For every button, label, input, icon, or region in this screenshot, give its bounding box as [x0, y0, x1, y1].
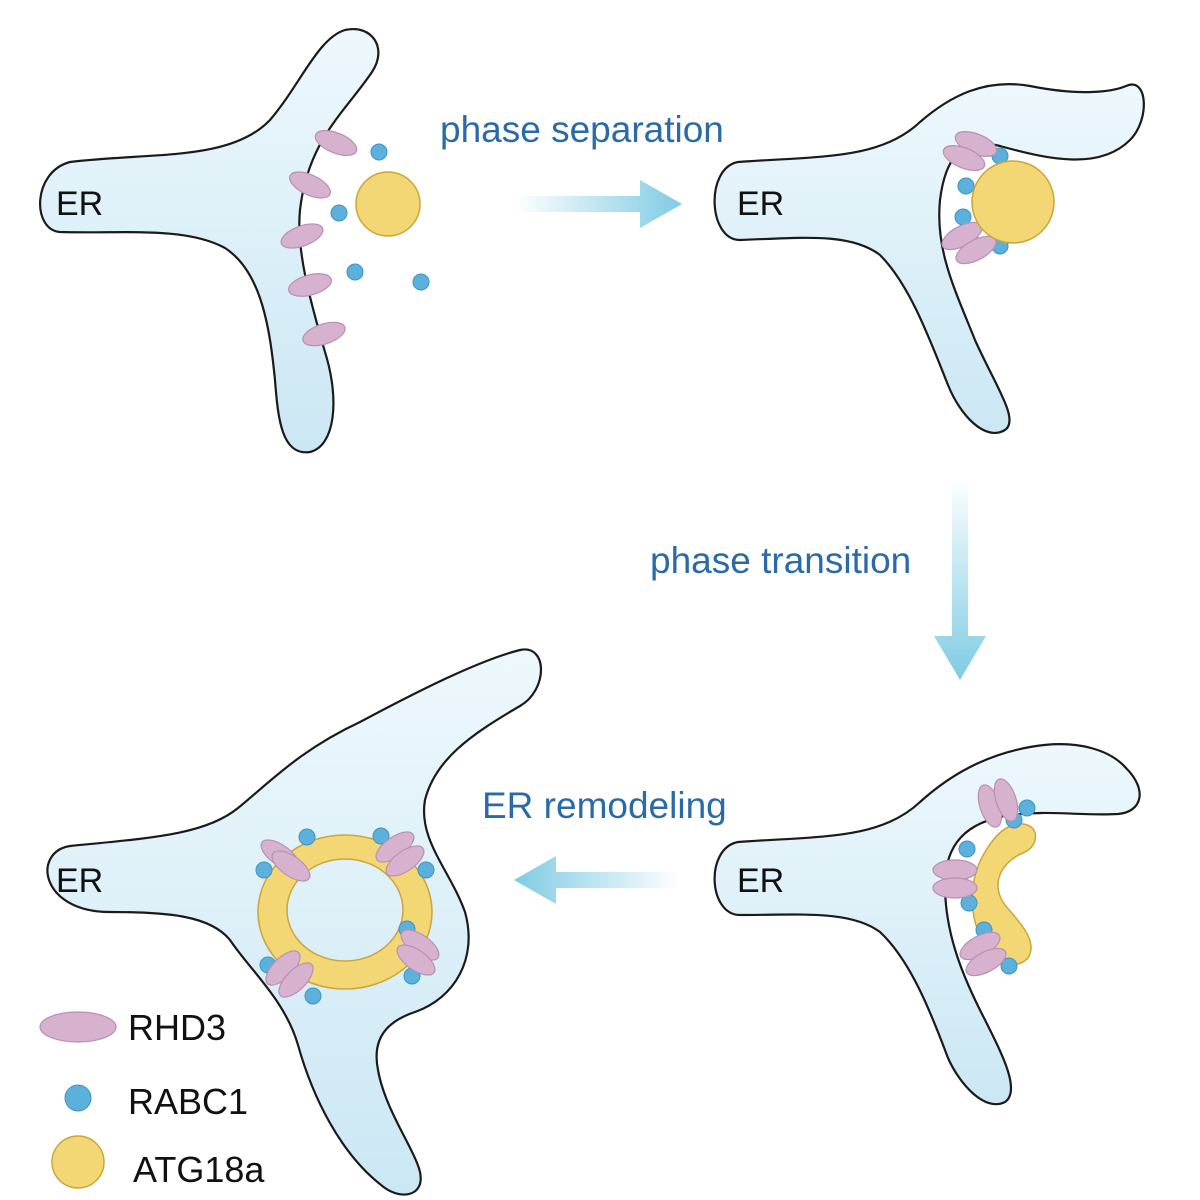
- rhd3-protein: [932, 859, 978, 881]
- step-label-phase-transition: phase transition: [650, 540, 911, 581]
- atg18a-condensate: [971, 160, 1055, 244]
- rhd3-protein: [314, 129, 358, 157]
- step-phase-separation: phase separation: [440, 109, 724, 228]
- atg18a-condensate: [355, 171, 421, 237]
- step-label-phase-separation: phase separation: [440, 109, 724, 150]
- rabc1-protein: [958, 840, 976, 858]
- er-membrane: [713, 82, 1145, 434]
- legend-item-rhd3: RHD3: [39, 1007, 226, 1048]
- legend-label: ATG18a: [133, 1149, 265, 1190]
- rhd3-protein: [278, 962, 314, 998]
- rhd3-protein: [271, 850, 311, 882]
- atg18a-legend-icon: [51, 1135, 105, 1189]
- rhd3-protein: [280, 223, 324, 249]
- legend-item-atg18a: ATG18a: [51, 1135, 265, 1190]
- rabc1-protein: [304, 987, 322, 1005]
- er-label: ER: [737, 185, 784, 223]
- rhd3-protein: [289, 171, 331, 199]
- rabc1-protein: [255, 861, 273, 879]
- rhd3-protein: [993, 778, 1019, 822]
- rhd3-protein: [396, 944, 436, 976]
- rabc1-protein: [370, 143, 388, 161]
- rabc1-protein: [1018, 799, 1036, 817]
- er-membrane: [39, 27, 380, 454]
- legend-item-rabc1: RABC1: [64, 1081, 248, 1122]
- er-label: ER: [56, 185, 103, 223]
- legend-label: RABC1: [128, 1081, 248, 1122]
- rabc1-protein: [1000, 957, 1018, 975]
- rabc1-protein: [298, 828, 316, 846]
- rabc1-protein: [417, 861, 435, 879]
- panel-top-left: ER: [39, 27, 430, 454]
- panel-bottom-right: ER: [713, 743, 1141, 1106]
- rabc1-protein: [346, 263, 364, 281]
- er-label: ER: [56, 862, 103, 900]
- rhd3-protein: [385, 845, 425, 877]
- legend-label: RHD3: [128, 1007, 226, 1048]
- er-membrane: [46, 648, 542, 1196]
- step-er-remodeling: ER remodeling: [482, 785, 727, 904]
- rabc1-protein: [957, 177, 975, 195]
- rhd3-protein: [932, 877, 978, 899]
- rhd3-protein: [965, 947, 1007, 977]
- rabc1-protein: [412, 273, 430, 291]
- panel-top-right: ER: [713, 82, 1145, 434]
- rhd3-protein: [302, 321, 346, 347]
- step-label-er-remodeling: ER remodeling: [482, 785, 727, 826]
- rhd3-protein: [287, 273, 333, 297]
- er-label: ER: [737, 862, 784, 900]
- step-phase-transition: phase transition: [650, 478, 986, 680]
- rabc1-protein: [330, 204, 348, 222]
- er-membrane: [713, 743, 1141, 1106]
- right-arrow-icon: [515, 180, 682, 228]
- panel-bottom-left: ER: [46, 648, 542, 1196]
- left-arrow-icon: [514, 856, 680, 904]
- down-arrow-icon: [934, 478, 986, 680]
- rhd3-protein: [942, 144, 986, 172]
- legend: RHD3 RABC1 ATG18a: [39, 1007, 265, 1190]
- rabc1-legend-icon: [64, 1084, 92, 1112]
- rabc1-protein: [372, 827, 390, 845]
- rhd3-legend-icon: [39, 1011, 117, 1043]
